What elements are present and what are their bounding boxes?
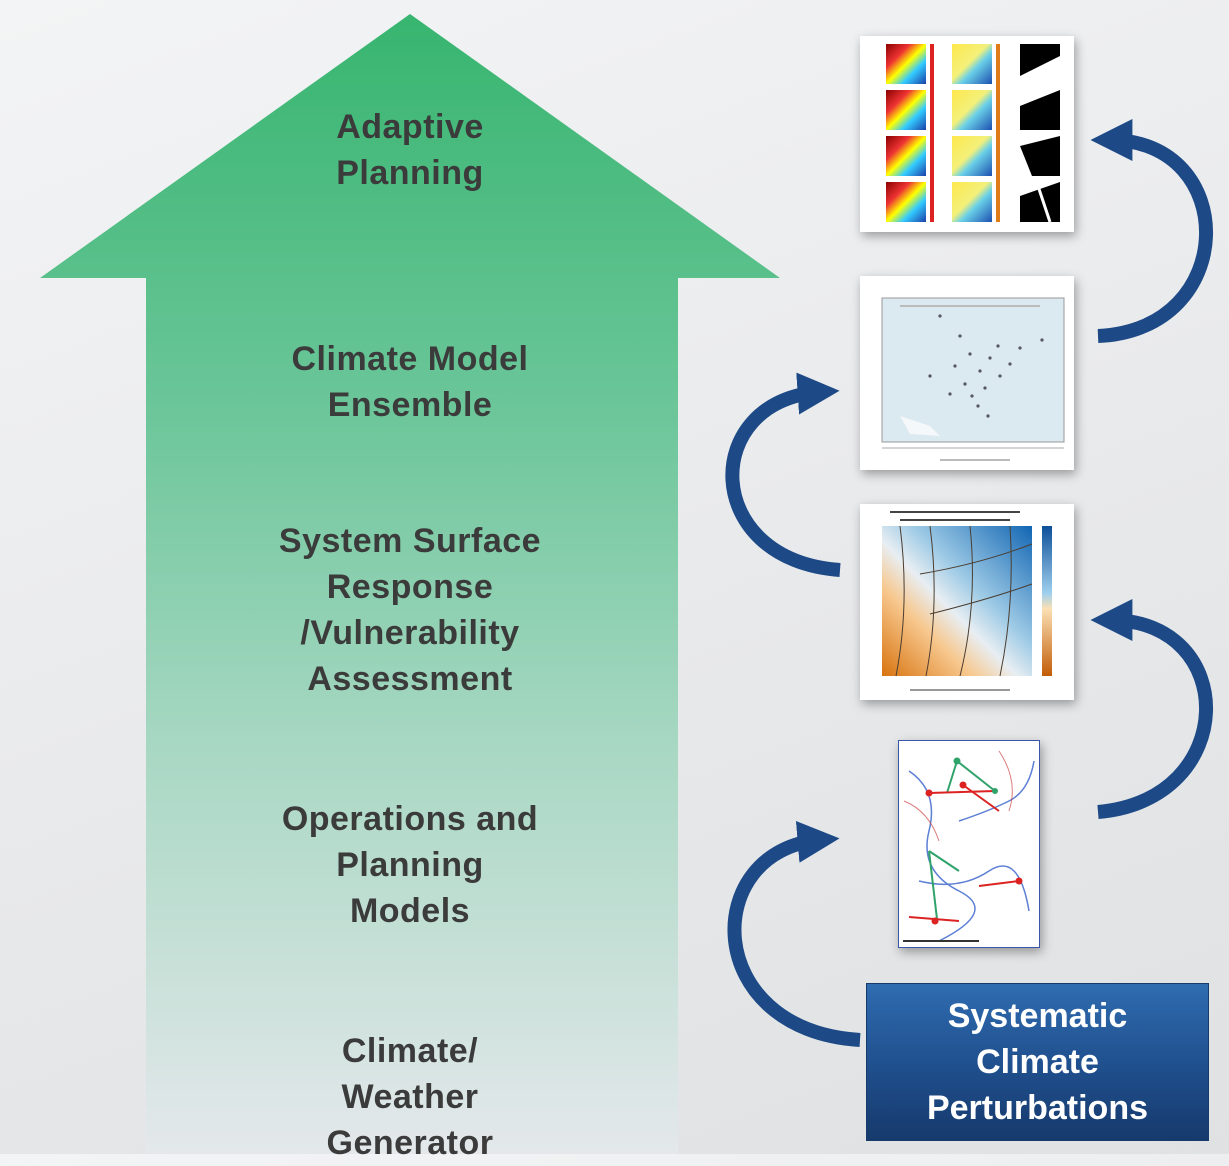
stage-climate-weather-generator: Climate/ Weather Generator xyxy=(326,1032,494,1162)
climate-ensemble-scatter-thumbnail xyxy=(860,276,1074,470)
stage-adaptive-planning: Adaptive Planning xyxy=(336,108,484,192)
perturbations-label: Systematic Climate Perturbations xyxy=(926,997,1149,1127)
stage-system-surface-response: System Surface Response /Vulnerability A… xyxy=(278,522,542,698)
systematic-climate-perturbations-box: Systematic Climate Perturbations xyxy=(866,983,1209,1141)
response-surface-thumbnail xyxy=(860,504,1074,700)
adaptive-planning-heatmaps-thumbnail xyxy=(860,36,1074,232)
stage-climate-model-ensemble: Climate Model Ensemble xyxy=(291,340,529,424)
operations-network-map-thumbnail xyxy=(898,740,1040,948)
stage-operations-planning-models: Operations and Planning Models xyxy=(281,800,539,930)
